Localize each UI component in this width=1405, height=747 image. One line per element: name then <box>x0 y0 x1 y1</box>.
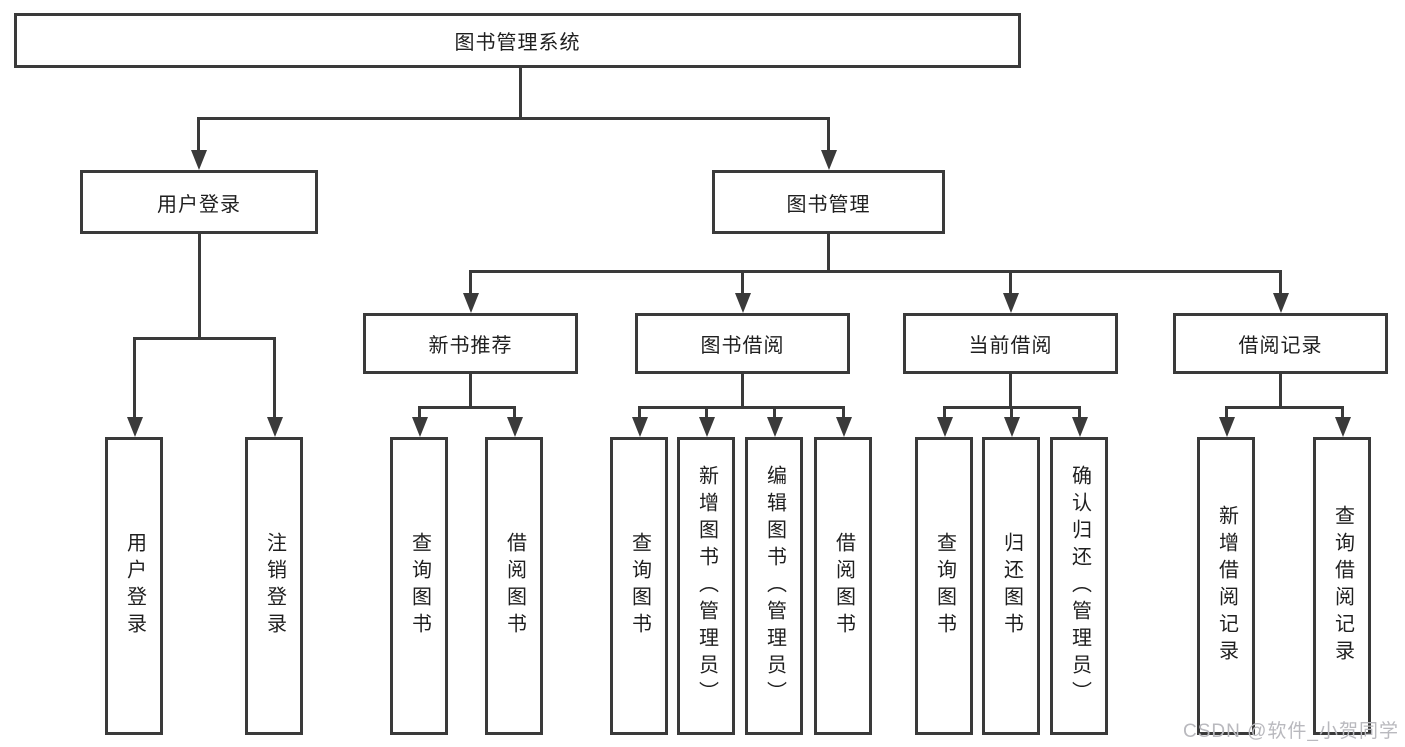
node-user-login-label: 用户登录 <box>157 193 241 216</box>
arrow-into-bb-query <box>631 406 648 437</box>
connector-book-management-branch <box>469 270 1282 273</box>
leaf-br-add-record: 新增借阅记录 <box>1197 437 1255 735</box>
leaf-br-add-record-label: 新增借阅记录 <box>1215 505 1238 667</box>
node-book-management-label: 图书管理 <box>786 193 871 216</box>
arrow-into-bb-edit <box>766 406 783 437</box>
connector-current-borrow-stem <box>1009 374 1012 406</box>
leaf-rec-query-books: 查询图书 <box>390 437 448 735</box>
leaf-bb-add-books-admin: 新增图书（管理员） <box>677 437 735 735</box>
arrow-into-br-add <box>1218 406 1235 437</box>
leaf-bb-edit-books-admin-label: 编辑图书（管理员） <box>763 464 786 708</box>
leaf-bb-add-books-admin-label: 新增图书（管理员） <box>695 464 718 708</box>
node-borrow-records: 借阅记录 <box>1173 313 1388 374</box>
arrow-into-cb-return <box>1003 406 1020 437</box>
node-root-label: 图书管理系统 <box>454 32 581 54</box>
arrow-into-bb-borrow <box>835 406 852 437</box>
leaf-logout-label: 注销登录 <box>263 532 286 640</box>
leaf-rec-query-books-label: 查询图书 <box>408 532 431 640</box>
leaf-rec-borrow-books-label: 借阅图书 <box>503 532 526 640</box>
leaf-cb-confirm-return-admin: 确认归还（管理员） <box>1050 437 1108 735</box>
leaf-cb-query-books-label: 查询图书 <box>933 532 956 640</box>
node-current-borrow-label: 当前借阅 <box>968 335 1053 357</box>
arrow-into-cb-query <box>936 406 953 437</box>
leaf-cb-return-books: 归还图书 <box>982 437 1040 735</box>
connector-book-management-stem <box>827 234 830 270</box>
leaf-bb-edit-books-admin: 编辑图书（管理员） <box>745 437 803 735</box>
connector-new-book-rec-branch <box>418 406 515 409</box>
connector-user-login-branch <box>133 337 276 340</box>
node-new-book-recommend: 新书推荐 <box>363 313 578 374</box>
leaf-bb-query-books-label: 查询图书 <box>628 532 651 640</box>
leaf-cb-query-books: 查询图书 <box>915 437 973 735</box>
leaf-logout: 注销登录 <box>245 437 303 735</box>
arrow-into-rec-query <box>411 406 428 437</box>
csdn-watermark: CSDN @软件_小贺同学 <box>1183 721 1399 742</box>
connector-borrow-records-stem <box>1279 374 1282 406</box>
arrow-into-cb-confirm <box>1071 406 1088 437</box>
node-new-book-recommend-label: 新书推荐 <box>428 335 513 357</box>
connector-book-borrow-stem <box>741 374 744 406</box>
leaf-bb-borrow-books: 借阅图书 <box>814 437 872 735</box>
arrow-into-borrow-records <box>1272 270 1289 313</box>
arrow-into-bb-add <box>698 406 715 437</box>
arrow-into-new-book-rec <box>462 270 479 313</box>
connector-user-login-stem <box>198 234 201 337</box>
leaf-br-query-record: 查询借阅记录 <box>1313 437 1371 735</box>
connector-borrow-records-branch <box>1225 406 1343 409</box>
arrow-into-current-borrow <box>1002 270 1019 313</box>
arrow-into-book-management <box>820 117 837 170</box>
arrow-into-leaf-logout <box>266 337 283 437</box>
leaf-rec-borrow-books: 借阅图书 <box>485 437 543 735</box>
arrow-into-user-login <box>190 117 207 170</box>
arrow-into-rec-borrow <box>506 406 523 437</box>
node-borrow-records-label: 借阅记录 <box>1238 335 1323 357</box>
arrow-into-leaf-login <box>126 337 143 437</box>
connector-new-book-rec-stem <box>469 374 472 406</box>
leaf-bb-query-books: 查询图书 <box>610 437 668 735</box>
node-book-management: 图书管理 <box>712 170 945 234</box>
arrow-into-book-borrow <box>734 270 751 313</box>
leaf-user-login-label: 用户登录 <box>123 532 146 640</box>
node-book-borrow-label: 图书借阅 <box>700 335 785 357</box>
arrow-into-br-query <box>1334 406 1351 437</box>
leaf-br-query-record-label: 查询借阅记录 <box>1331 505 1354 667</box>
leaf-bb-borrow-books-label: 借阅图书 <box>832 532 855 640</box>
node-root-system: 图书管理系统 <box>14 13 1021 68</box>
leaf-cb-confirm-return-admin-label: 确认归还（管理员） <box>1068 464 1091 708</box>
leaf-cb-return-books-label: 归还图书 <box>1000 532 1023 640</box>
leaf-user-login: 用户登录 <box>105 437 163 735</box>
connector-root-branch <box>197 117 830 120</box>
node-book-borrow: 图书借阅 <box>635 313 850 374</box>
node-current-borrow: 当前借阅 <box>903 313 1118 374</box>
connector-root-stem <box>519 68 522 117</box>
connector-book-borrow-branch <box>638 406 844 409</box>
node-user-login: 用户登录 <box>80 170 318 234</box>
